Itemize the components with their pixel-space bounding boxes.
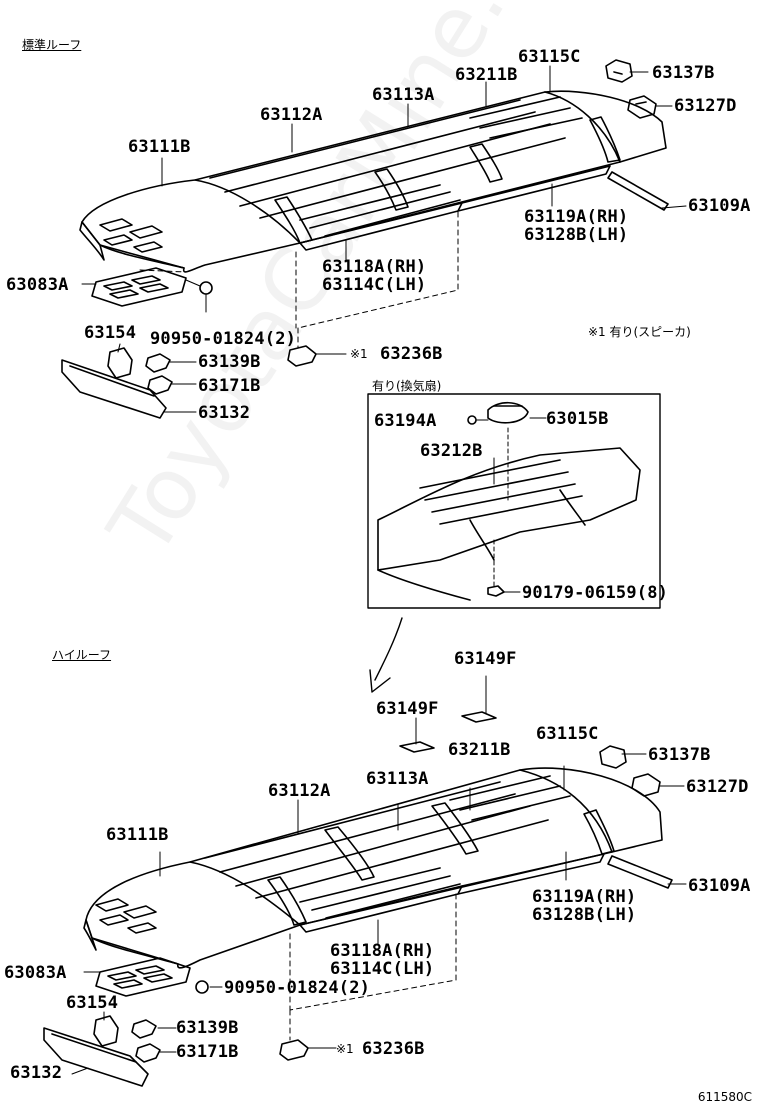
part-63115C: 63115C — [518, 47, 581, 67]
speaker-note: ※1 有り(スピーカ) — [588, 325, 691, 339]
high-roof-assembly — [43, 675, 687, 1087]
mark-note-2: ※1 — [336, 1042, 354, 1056]
standard-roof-assembly — [61, 59, 687, 419]
standard-roof-title: 標準ルーフ — [22, 38, 82, 52]
part-63112A-b: 63112A — [268, 781, 331, 801]
part-63212B: 63212B — [420, 441, 483, 461]
part-63132-b: 63132 — [10, 1063, 63, 1083]
ventilator-note: 有り(換気扇) — [372, 379, 442, 393]
part-63154: 63154 — [84, 323, 137, 343]
part-63137B-b: 63137B — [648, 745, 711, 765]
part-63132: 63132 — [198, 403, 251, 423]
part-63113A: 63113A — [372, 85, 435, 105]
part-90179: 90179-06159(8) — [522, 583, 669, 603]
part-63112A: 63112A — [260, 105, 323, 125]
part-63149F-a: 63149F — [454, 649, 517, 669]
ventilator-inset — [367, 393, 661, 609]
part-63114C-b: 63114C(LH) — [330, 959, 435, 979]
part-63127D-b: 63127D — [686, 777, 749, 797]
part-63211B-b: 63211B — [448, 740, 511, 760]
part-63137B: 63137B — [652, 63, 715, 83]
part-63118A-b: 63118A(RH) — [330, 941, 435, 961]
part-90950: 90950-01824(2) — [150, 329, 297, 349]
part-63171B: 63171B — [198, 376, 261, 396]
part-63139B-b: 63139B — [176, 1018, 239, 1038]
part-63119A: 63119A(RH) — [524, 207, 629, 227]
part-63111B: 63111B — [128, 137, 191, 157]
part-63128B-b: 63128B(LH) — [532, 905, 637, 925]
part-63115C-b: 63115C — [536, 724, 599, 744]
part-63236B-b: 63236B — [362, 1039, 425, 1059]
part-63114C: 63114C(LH) — [322, 275, 427, 295]
part-63128B: 63128B(LH) — [524, 225, 629, 245]
part-63083A-b: 63083A — [4, 963, 67, 983]
part-63171B-b: 63171B — [176, 1042, 239, 1062]
part-63113A-b: 63113A — [366, 769, 429, 789]
part-63109A: 63109A — [688, 196, 751, 216]
part-63149F-b: 63149F — [376, 699, 439, 719]
part-63194A: 63194A — [374, 411, 437, 431]
part-63118A: 63118A(RH) — [322, 257, 427, 277]
part-63139B: 63139B — [198, 352, 261, 372]
part-90950-b: 90950-01824(2) — [224, 978, 371, 998]
part-63083A: 63083A — [6, 275, 69, 295]
part-63119A-b: 63119A(RH) — [532, 887, 637, 907]
part-63211B: 63211B — [455, 65, 518, 85]
diagram-code: 611580C — [697, 1090, 752, 1104]
part-63127D: 63127D — [674, 96, 737, 116]
mark-note-1: ※1 — [350, 347, 368, 361]
part-63111B-b: 63111B — [106, 825, 169, 845]
high-roof-title: ハイルーフ — [52, 648, 112, 662]
part-63154-b: 63154 — [66, 993, 119, 1013]
part-63109A-b: 63109A — [688, 876, 751, 896]
part-63015B: 63015B — [546, 409, 609, 429]
part-63236B: 63236B — [380, 344, 443, 364]
